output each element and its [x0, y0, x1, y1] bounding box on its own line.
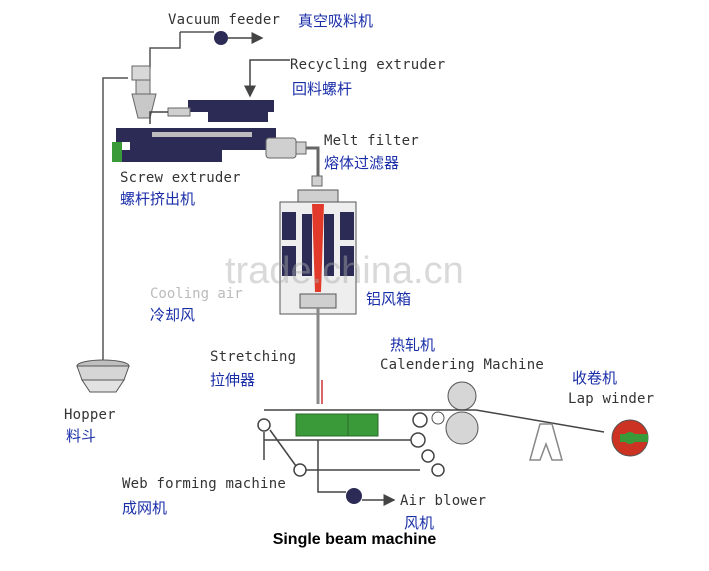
melt-filter-label: Melt filter — [324, 133, 419, 149]
cooling-air-cn-label: 冷却风 — [150, 306, 196, 324]
watermark-text: trade.china.cn — [225, 250, 464, 292]
hopper-feed-line — [102, 31, 214, 360]
vacuum-feeder — [214, 31, 264, 45]
air-box-cn-label: 铝风箱 — [366, 290, 412, 308]
suction-box — [295, 413, 349, 437]
lap-winder-label: Lap winder — [568, 391, 655, 407]
cooling-air-ghost: Cooling air — [150, 286, 243, 302]
lap-winder-cn-label: 收卷机 — [572, 369, 618, 387]
stretching-label: Stretching — [210, 349, 297, 365]
winder-stand — [529, 423, 563, 461]
recycling-extruder-label: Recycling extruder — [290, 57, 446, 73]
calendering-machine — [420, 381, 605, 445]
web-forming-machine — [257, 409, 445, 477]
lap-winder — [611, 419, 649, 457]
vacuum-feeder-cn-label: 真空吸料机 — [298, 12, 374, 30]
air-blower-cn-label: 风机 — [404, 514, 435, 532]
suction-box-2 — [347, 413, 379, 437]
air-blower — [317, 440, 396, 506]
recycling-extruder-cn-label: 回料螺杆 — [292, 80, 353, 98]
melt-filter-cn-label: 熔体过滤器 — [324, 154, 400, 172]
vacuum-feeder-label: Vacuum feeder — [168, 12, 281, 28]
hopper-label: Hopper — [64, 407, 116, 423]
spinning-die — [279, 175, 357, 315]
web-forming-label: Web forming machine — [122, 476, 286, 492]
recycling-extruder — [149, 59, 290, 124]
calendering-label: Calendering Machine — [380, 357, 544, 373]
screw-extruder-cn-label: 螺杆挤出机 — [120, 190, 196, 208]
diagram-caption: Single beam machine — [272, 531, 437, 548]
web-forming-cn-label: 成网机 — [122, 499, 168, 517]
screw-extruder-label: Screw extruder — [120, 170, 241, 186]
melt-filter — [265, 137, 320, 176]
hopper-cn-label: 料斗 — [66, 427, 97, 445]
stretching-cn-label: 拉伸器 — [210, 371, 256, 389]
stretching-line — [316, 308, 323, 404]
air-blower-label: Air blower — [400, 493, 487, 509]
hopper — [76, 359, 130, 393]
calendering-cn-label: 热轧机 — [390, 336, 436, 354]
